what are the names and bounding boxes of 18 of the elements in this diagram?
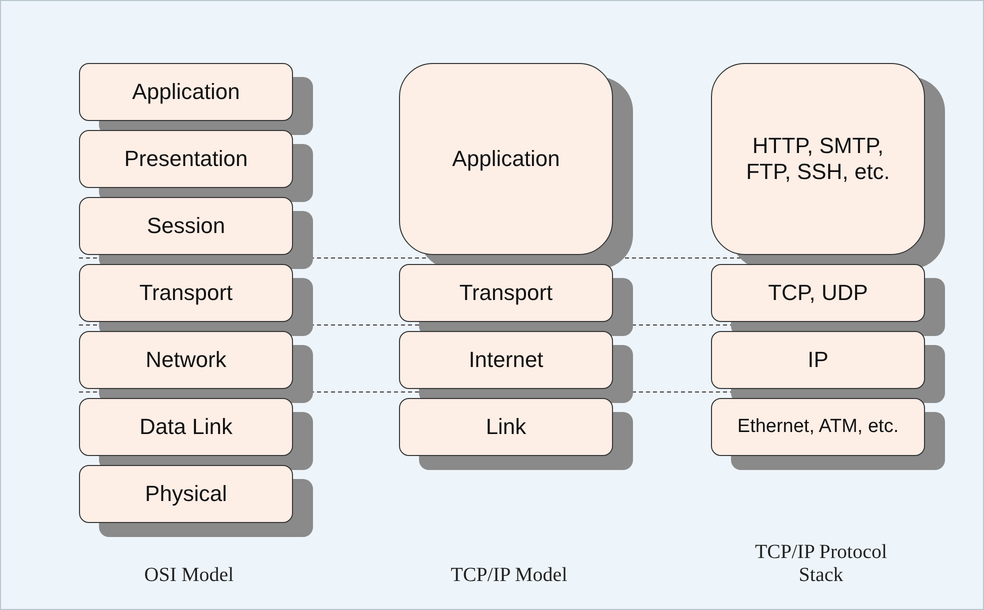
layer-name: Link (484, 414, 528, 440)
layer-name: Presentation (123, 146, 249, 172)
layer-name: HTTP, SMTP, FTP, SSH, etc. (745, 133, 891, 185)
layer-name: Transport (458, 280, 554, 306)
layer-name: Physical (144, 481, 228, 507)
layer-name: Application (451, 146, 561, 172)
layer-name: IP (806, 347, 830, 373)
layer-name: TCP, UDP (767, 280, 869, 306)
column-caption: TCP/IP Protocol Stack (754, 541, 888, 587)
column-caption: OSI Model (143, 564, 235, 587)
layer-name: Session (146, 213, 226, 239)
layer-name: Ethernet, ATM, etc. (736, 416, 900, 438)
layer-name: Network (144, 347, 228, 373)
column-caption: TCP/IP Model (450, 564, 568, 587)
layer-name: Transport (138, 280, 234, 306)
layer-name: Application (131, 79, 241, 105)
layer-name: Internet (468, 347, 544, 373)
layer-name: Data Link (138, 414, 234, 440)
